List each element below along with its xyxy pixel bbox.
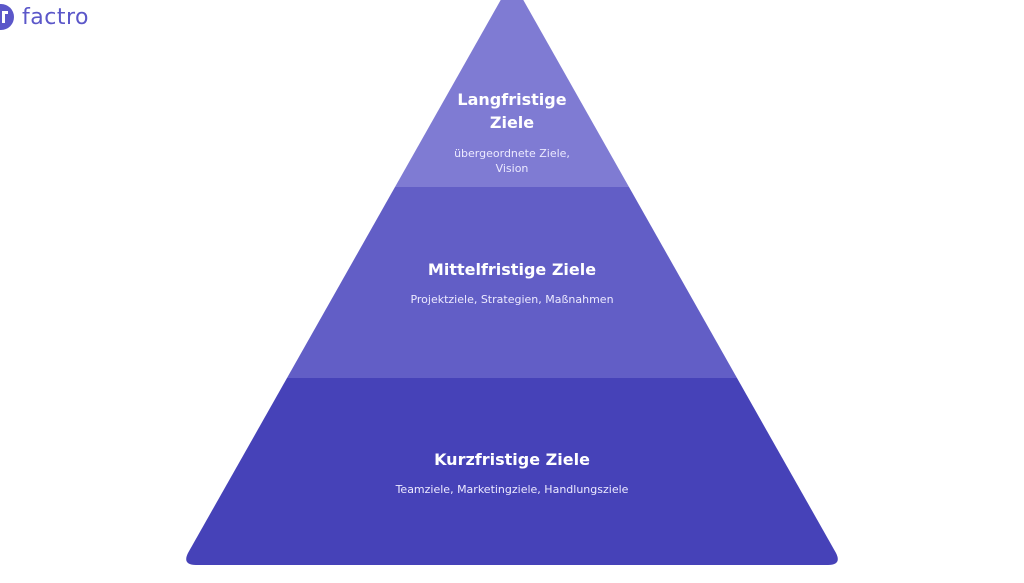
level-title: Mittelfristige Ziele (427, 260, 597, 279)
pyramid-level-mid-term (287, 187, 737, 378)
level-title: Langfristige (457, 90, 567, 109)
level-subtitle: Projektziele, Strategien, Maßnahmen (410, 293, 614, 306)
level-short-term-label: Kurzfristige Ziele Teamziele, Marketingz… (0, 448, 1024, 497)
factro-logo-icon (0, 4, 14, 30)
level-long-term-label: Langfristige Ziele übergeordnete Ziele, … (0, 88, 1024, 176)
level-subtitle: Teamziele, Marketingziele, Handlungsziel… (395, 483, 629, 496)
pyramid-level-long-term (395, 0, 629, 187)
pyramid-level-short-term (186, 378, 838, 565)
level-mid-term-label: Mittelfristige Ziele Projektziele, Strat… (0, 258, 1024, 307)
level-subtitle: Vision (495, 162, 529, 175)
level-subtitle: übergeordnete Ziele, (454, 147, 570, 160)
factro-logo[interactable]: factro (0, 4, 89, 30)
level-title: Ziele (489, 113, 535, 132)
level-title: Kurzfristige Ziele (434, 450, 590, 469)
logo-text: factro (22, 4, 89, 30)
